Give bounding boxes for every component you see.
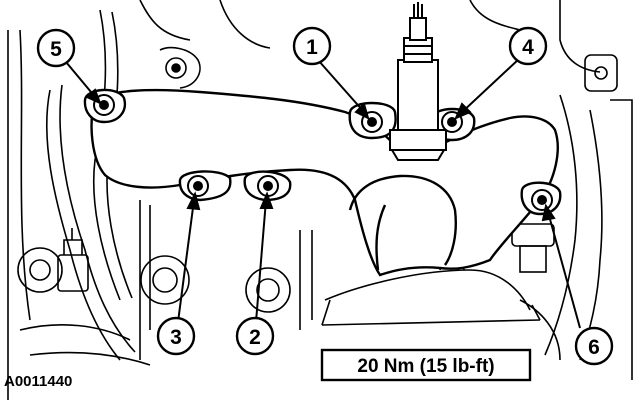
callout-label-2: 2 bbox=[249, 326, 261, 349]
engine-block-background bbox=[7, 0, 633, 400]
oxygen-sensor bbox=[389, 2, 447, 161]
callout-4: 4 bbox=[508, 26, 548, 66]
callout-label-3: 3 bbox=[170, 326, 182, 349]
leader-lines bbox=[65, 57, 581, 329]
bolt-3 bbox=[187, 175, 209, 197]
bolt-6 bbox=[531, 189, 553, 211]
torque-spec-box: 20 Nm (15 lb-ft) bbox=[320, 348, 532, 382]
callout-2: 2 bbox=[235, 316, 275, 356]
callout-5: 5 bbox=[36, 28, 76, 68]
callout-label-6: 6 bbox=[588, 336, 600, 359]
callout-label-4: 4 bbox=[522, 36, 534, 59]
callout-6: 6 bbox=[574, 326, 614, 366]
callout-3: 3 bbox=[156, 316, 196, 356]
callout-label-1: 1 bbox=[306, 36, 318, 59]
bolt-2 bbox=[257, 175, 279, 197]
figure-id: A0011440 bbox=[4, 373, 72, 390]
exhaust-manifold bbox=[83, 88, 562, 277]
callout-1: 1 bbox=[292, 26, 332, 66]
callout-label-5: 5 bbox=[50, 38, 62, 61]
torque-spec-text: 20 Nm (15 lb-ft) bbox=[357, 356, 494, 377]
